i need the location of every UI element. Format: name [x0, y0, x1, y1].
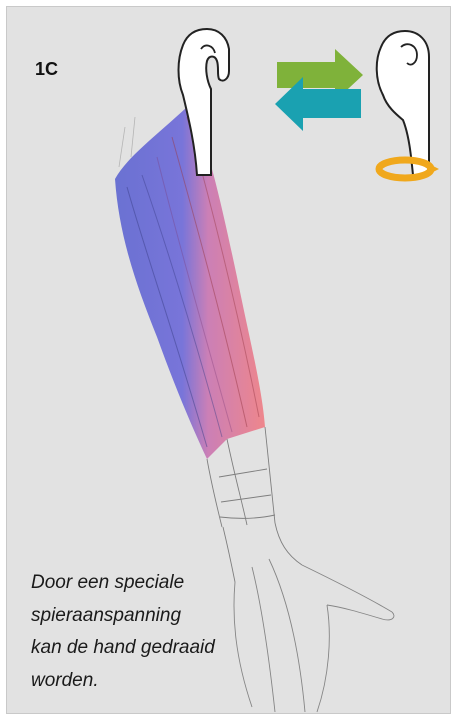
- wrist-sketch: [207, 427, 302, 582]
- wrist-rotation-band-icon: [379, 160, 439, 178]
- figure-label: 1C: [35, 59, 58, 80]
- hand-sketch: [234, 559, 394, 712]
- caption-line: Door een speciale: [31, 567, 231, 600]
- figure-caption: Door een speciale spieraanspanning kan d…: [31, 567, 231, 697]
- caption-line: worden.: [31, 665, 231, 698]
- forearm-muscles: [115, 107, 265, 459]
- caption-line: spieraanspanning: [31, 600, 231, 633]
- caption-line: kan de hand gedraaid: [31, 632, 231, 665]
- figure-panel: 1C Door een speciale spieraanspanning ka…: [6, 6, 451, 714]
- hand-rotated-icon: [377, 31, 429, 175]
